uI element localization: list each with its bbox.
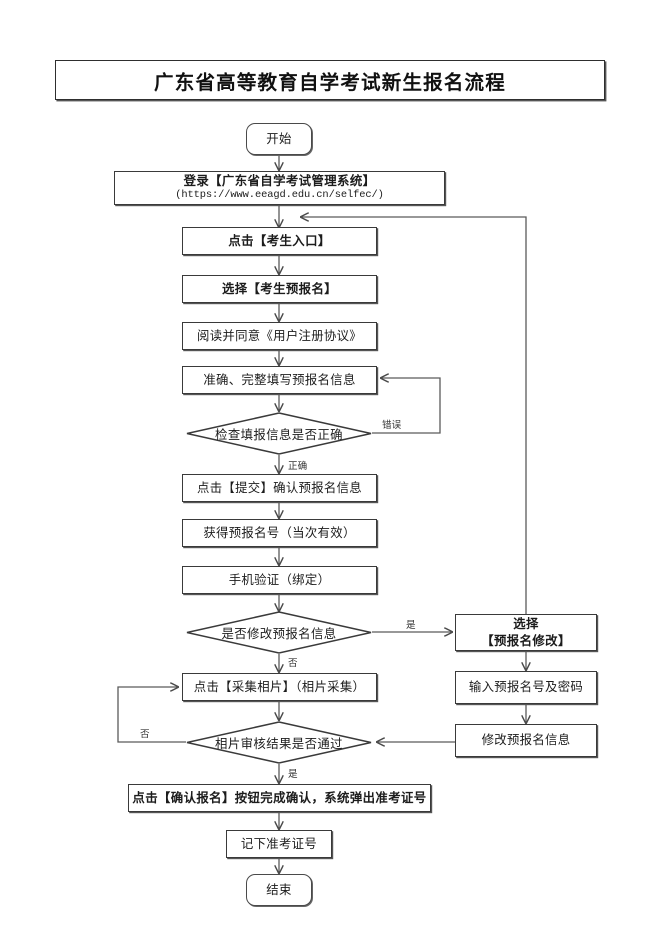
edge-label-no-audit: 否 — [140, 729, 150, 740]
node-confirm-register-label: 点击【确认报名】按钮完成确认，系统弹出准考证号 — [132, 790, 427, 805]
node-check-info-decision[interactable]: 检查填报信息是否正确 — [186, 412, 372, 455]
node-photo-audit-label: 相片审核结果是否通过 — [215, 736, 343, 751]
node-select-modify[interactable]: 选择 【预报名修改】 — [455, 614, 597, 651]
node-agreement[interactable]: 阅读并同意《用户注册协议》 — [182, 322, 377, 350]
node-modify-info-label: 修改预报名信息 — [481, 733, 571, 748]
diamond-shape — [186, 721, 372, 764]
page-title: 广东省高等教育自学考试新生报名流程 — [154, 72, 506, 94]
edge-label-yes-audit: 是 — [288, 769, 298, 780]
diamond-shape — [186, 412, 372, 455]
edge-label-correct: 正确 — [288, 461, 308, 472]
chart-title-box: 广东省高等教育自学考试新生报名流程 — [55, 60, 605, 100]
node-login-url: (https://www.eeagd.edu.cn/selfec/) — [175, 189, 384, 202]
node-select-modify-label-1: 选择 — [513, 617, 539, 632]
node-start-label: 开始 — [266, 131, 292, 146]
node-login-label: 登录【广东省自学考试管理系统】 — [183, 174, 376, 189]
node-start[interactable]: 开始 — [246, 123, 312, 155]
node-photo-collect[interactable]: 点击【采集相片】（相片采集） — [182, 673, 377, 701]
node-check-info-label: 检查填报信息是否正确 — [215, 427, 343, 442]
node-phone-verify-label: 手机验证（绑定） — [228, 572, 331, 587]
node-submit-label: 点击【提交】确认预报名信息 — [197, 480, 362, 495]
node-get-number[interactable]: 获得预报名号（当次有效） — [182, 519, 377, 547]
node-confirm-register[interactable]: 点击【确认报名】按钮完成确认，系统弹出准考证号 — [128, 784, 431, 812]
node-login[interactable]: 登录【广东省自学考试管理系统】 (https://www.eeagd.edu.c… — [114, 171, 445, 205]
node-agreement-label: 阅读并同意《用户注册协议》 — [197, 328, 362, 343]
edge-label-error: 错误 — [382, 420, 402, 431]
node-record-number-label: 记下准考证号 — [240, 836, 318, 851]
node-modify-decision[interactable]: 是否修改预报名信息 — [186, 611, 372, 654]
node-photo-audit-decision[interactable]: 相片审核结果是否通过 — [186, 721, 372, 764]
node-modify-info[interactable]: 修改预报名信息 — [455, 724, 597, 757]
node-modify-decision-label: 是否修改预报名信息 — [221, 626, 337, 641]
diamond-shape — [186, 611, 372, 654]
node-select-modify-label-2: 【预报名修改】 — [481, 633, 571, 648]
node-photo-collect-label: 点击【采集相片】（相片采集） — [193, 679, 366, 694]
node-fill-info[interactable]: 准确、完整填写预报名信息 — [182, 366, 377, 394]
edge-label-yes-modify: 是 — [406, 620, 416, 631]
edge-label-no-modify: 否 — [288, 658, 298, 669]
node-get-number-label: 获得预报名号（当次有效） — [203, 525, 356, 540]
node-phone-verify[interactable]: 手机验证（绑定） — [182, 566, 377, 594]
node-fill-info-label: 准确、完整填写预报名信息 — [203, 372, 356, 387]
node-submit[interactable]: 点击【提交】确认预报名信息 — [182, 474, 377, 502]
node-input-credentials-label: 输入预报名号及密码 — [468, 680, 584, 695]
node-end-label: 结束 — [266, 882, 292, 897]
node-end[interactable]: 结束 — [246, 874, 312, 906]
node-input-credentials[interactable]: 输入预报名号及密码 — [455, 671, 597, 704]
edge-audit-no-loop — [117, 687, 186, 743]
node-pre-register[interactable]: 选择【考生预报名】 — [182, 275, 377, 303]
node-candidate-entry-label: 点击【考生入口】 — [228, 233, 331, 248]
node-pre-register-label: 选择【考生预报名】 — [221, 281, 338, 296]
node-candidate-entry[interactable]: 点击【考生入口】 — [182, 227, 377, 255]
node-record-number[interactable]: 记下准考证号 — [226, 830, 332, 858]
